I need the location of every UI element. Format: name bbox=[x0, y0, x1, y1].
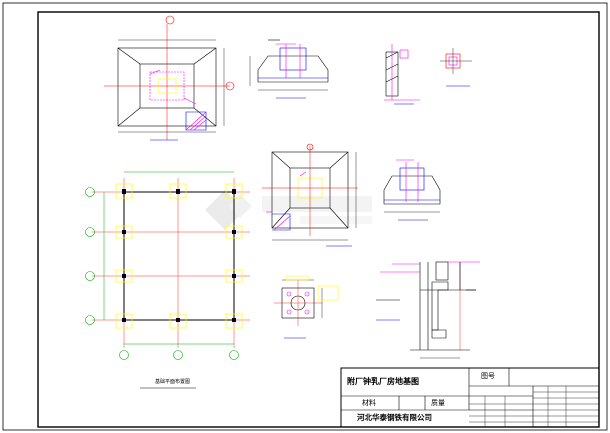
inner-frame bbox=[37, 11, 600, 428]
foundation-layout-plan bbox=[85, 171, 250, 389]
anchor-detail bbox=[384, 44, 420, 105]
weight-label: 质量 bbox=[431, 399, 445, 407]
foundation-plan-jc2 bbox=[262, 143, 358, 247]
drawing-no-label: 图号 bbox=[481, 372, 495, 380]
section-2-2 bbox=[383, 159, 441, 221]
foundation-plan-jc1 bbox=[104, 15, 235, 141]
drawing-title: 附厂钟乳厂房地基图 bbox=[347, 377, 419, 386]
plan-view-caption: 基础平面布置图 bbox=[155, 379, 191, 385]
material-label: 材料 bbox=[362, 399, 376, 407]
company-name: 河北华泰钢铁有限公司 bbox=[357, 413, 432, 422]
column-base-elevation bbox=[376, 261, 480, 359]
title-block bbox=[340, 367, 600, 428]
base-plate-detail bbox=[274, 275, 339, 339]
plate-detail bbox=[440, 48, 472, 87]
section-1-1 bbox=[249, 39, 329, 99]
